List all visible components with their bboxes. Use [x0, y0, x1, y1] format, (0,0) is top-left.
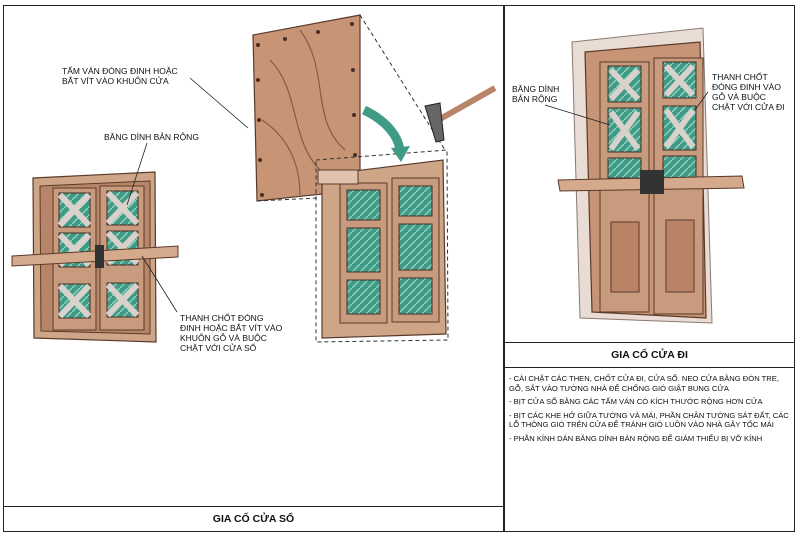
door-tape-label: BĂNG DÍNH BẢN RỘNG: [512, 84, 560, 104]
door-caption: GIA CỐ CỬA ĐI: [611, 349, 688, 361]
door-notes-list: - CÀI CHẶT CÁC THEN, CHỐT CỬA ĐI, CỬA SỔ…: [509, 374, 793, 448]
door-panel-frame: [504, 5, 795, 532]
boarded-window-illustration: [252, 14, 497, 343]
taped-window-illustration: [11, 171, 179, 343]
note-item: - PHẦN KÍNH DÁN BĂNG DÍNH BẢN RỘNG ĐỂ GI…: [509, 433, 763, 443]
window-caption-box: [3, 506, 504, 532]
window-tape-label: BĂNG DÍNH BẢN RỘNG: [104, 132, 199, 142]
window-caption: GIA CỐ CỬA SỔ: [212, 513, 295, 525]
board-label: TẤM VÁN ĐÓNG ĐINH HOẶC BẮT VÍT VÀO KHUÔN…: [62, 66, 178, 86]
note-item: - BỊT CÁC KHE HỞ GIỮA TƯỜNG VÀ MÁI, PHẦN…: [509, 410, 789, 430]
note-item: - CÀI CHẶT CÁC THEN, CHỐT CỬA ĐI, CỬA SỔ…: [509, 374, 779, 393]
window-bar-label: THANH CHỐT ĐÓNG ĐINH HOẶC BẮT VÍT VÀO KH…: [180, 313, 283, 353]
note-item: - BỊT CỬA SỔ BẰNG CÁC TẤM VÁN CÓ KÍCH TH…: [509, 397, 763, 407]
door-caption-box: [504, 342, 795, 368]
door-bar-label: THANH CHỐT ĐÓNG ĐINH VÀO GỖ VÀ BUỘC CHẶT…: [712, 72, 785, 112]
braced-door-illustration: [557, 27, 745, 324]
